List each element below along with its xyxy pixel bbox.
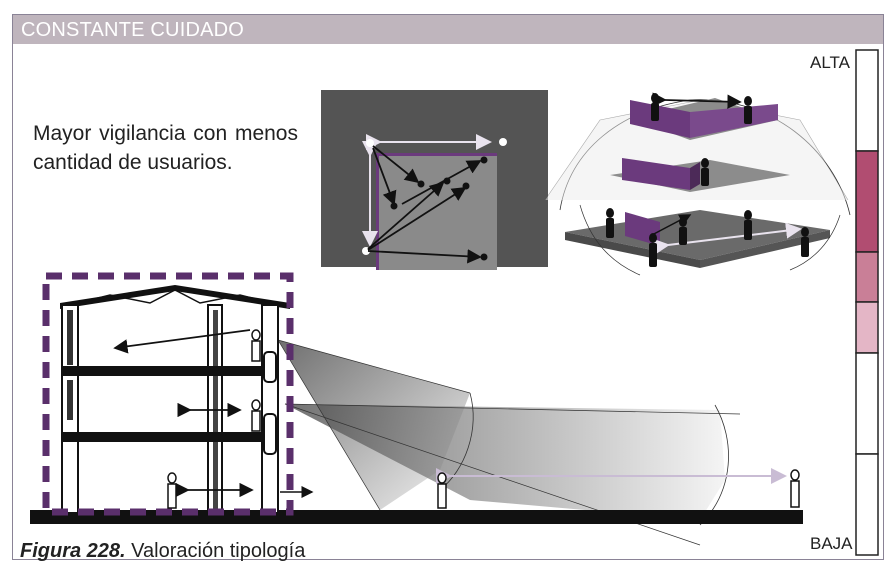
scale-level (855, 352, 879, 455)
scale-low-label: BAJA (810, 534, 853, 553)
scale-level (855, 301, 879, 354)
axonometric-view (544, 92, 851, 276)
header-title: CONSTANTE CUIDADO (21, 19, 245, 41)
scale-level (855, 49, 879, 152)
header-bar (13, 15, 883, 44)
description-text: Mayor vigilancia con menos cantidad de u… (33, 122, 298, 174)
plan-view (321, 90, 548, 270)
caption-label: Figura 228. (20, 540, 126, 562)
scale-level (855, 251, 879, 303)
caption-text: Valoración tipología (131, 540, 306, 562)
intensity-scale (855, 49, 879, 556)
scale-high-label: ALTA (810, 53, 850, 72)
scale-level (855, 150, 879, 253)
scale-level (855, 453, 879, 556)
section-diagram (30, 272, 803, 546)
figure-frame (12, 14, 884, 560)
figure-caption: Figura 228. Valoración tipología (20, 540, 305, 563)
